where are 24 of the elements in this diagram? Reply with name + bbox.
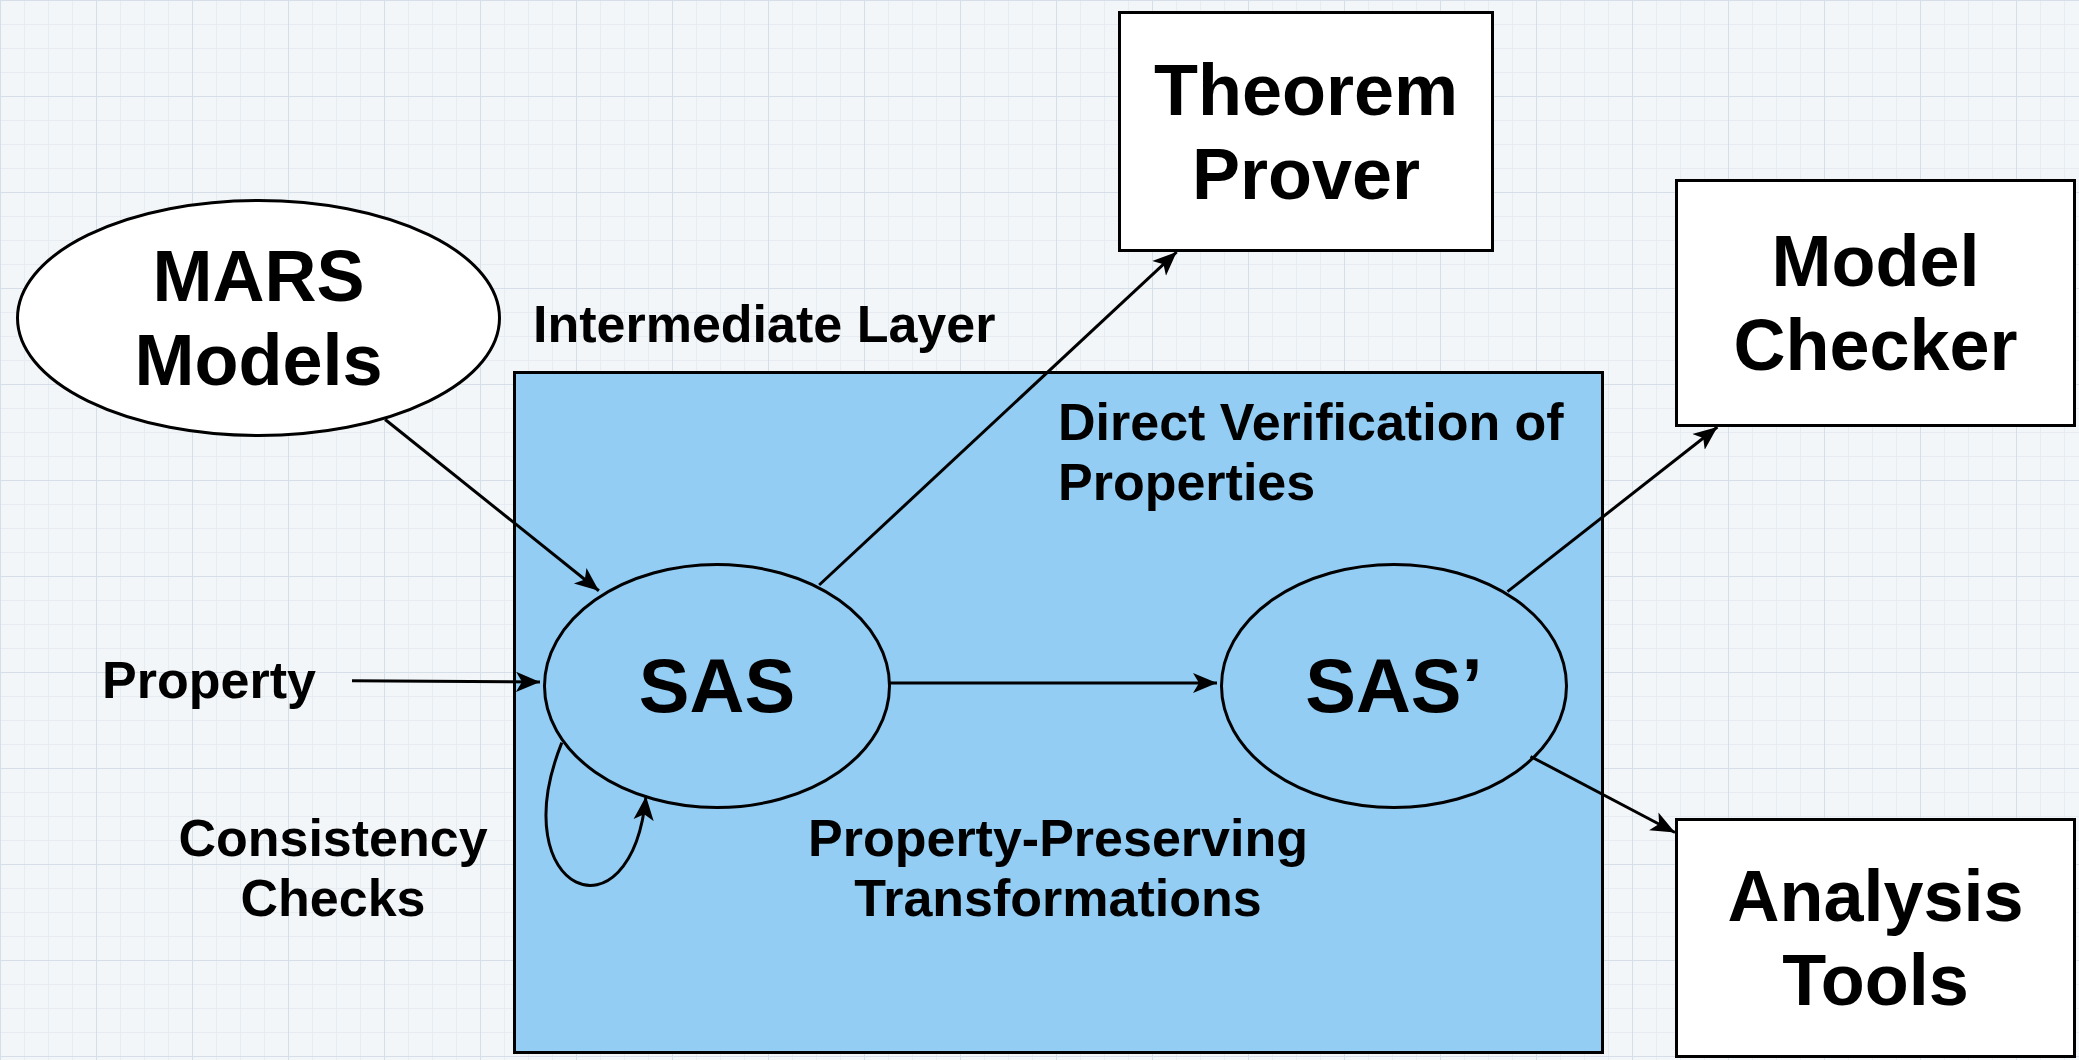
arrow	[1506, 425, 1719, 593]
node-label: SAS	[638, 644, 796, 728]
loop-arrow	[544, 742, 652, 887]
node-label: Model Checker	[1732, 220, 2019, 387]
process-box	[1118, 11, 1494, 252]
process-box	[1675, 179, 2076, 427]
node-label: Analysis Tools	[1726, 855, 2025, 1022]
annotation-text: Direct Verification of Properties	[1058, 392, 1565, 512]
node-label: MARS Models	[133, 235, 384, 402]
ellipse-node	[16, 199, 501, 437]
process-box	[1675, 818, 2076, 1058]
node-label: Property	[102, 650, 316, 710]
arrow	[352, 671, 541, 692]
annotation-text: Property-Preserving Transformations	[807, 808, 1309, 928]
arrow	[384, 418, 600, 592]
ellipse-node	[543, 563, 891, 809]
arrow	[818, 250, 1178, 587]
node-label: SAS’	[1305, 644, 1483, 728]
layer-heading: Intermediate Layer	[533, 294, 997, 354]
node-label: Theorem Prover	[1152, 48, 1460, 216]
arrow	[888, 672, 1217, 694]
ellipse-node	[1220, 563, 1568, 809]
annotation-text: Consistency Checks	[177, 808, 489, 928]
arrow	[1529, 755, 1676, 834]
